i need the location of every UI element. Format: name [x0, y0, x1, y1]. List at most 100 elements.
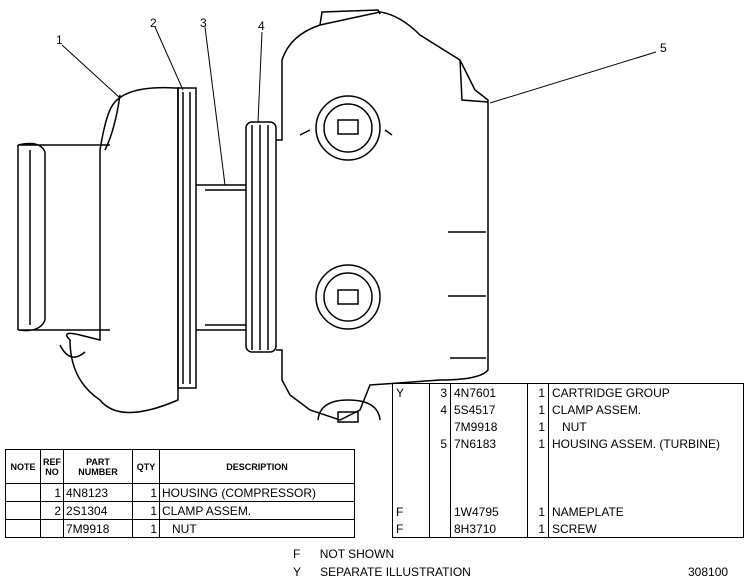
cell-qty: 1 [527, 435, 549, 452]
cell-ref [429, 486, 451, 503]
callout-2: 2 [150, 16, 157, 30]
cell-ref [429, 418, 451, 435]
cartridge-group [196, 184, 246, 331]
header-part-number: PART NUMBER [63, 449, 133, 484]
cell-description [548, 469, 744, 486]
header-description: DESCRIPTION [159, 449, 355, 484]
cell-qty: 1 [132, 501, 160, 520]
cell-description: NAMEPLATE [548, 503, 744, 520]
cell-qty: 1 [527, 418, 549, 435]
leader-3 [204, 26, 226, 186]
cell-description: CLAMP ASSEM. [159, 501, 355, 520]
cell-description [548, 486, 744, 503]
cell-description: CLAMP ASSEM. [548, 401, 744, 418]
cell-qty: 1 [527, 520, 549, 538]
legend-text: NOT SHOWN [319, 547, 395, 561]
leader-4 [257, 31, 263, 123]
figure-number: 308100 [688, 565, 729, 579]
table-row: 7M9918 1 NUT [5, 519, 355, 538]
leader-2 [154, 26, 184, 91]
compressor-inlet [17, 142, 110, 332]
cell-description: HOUSING (COMPRESSOR) [159, 483, 355, 502]
legend-code: F [293, 547, 301, 561]
legend-code: Y [293, 565, 301, 579]
cell-qty [527, 452, 549, 469]
cell-ref [40, 519, 64, 538]
cell-part-number: 7M9918 [450, 418, 528, 435]
cell-note [392, 469, 430, 486]
cell-ref: 4 [429, 401, 451, 418]
cell-note [392, 435, 430, 452]
cell-ref [429, 503, 451, 520]
cell-note [392, 418, 430, 435]
header-qty: QTY [132, 449, 160, 484]
cell-ref [429, 469, 451, 486]
cell-part-number: 5S4517 [450, 401, 528, 418]
turbine-housing [276, 11, 489, 421]
cell-ref: 2 [40, 501, 64, 520]
cell-part-number: 4N8123 [63, 483, 133, 502]
clamp-4 [245, 121, 277, 353]
cell-part-number: 1W4795 [450, 503, 528, 520]
legend-text: SEPARATE ILLUSTRATION [320, 565, 471, 579]
leader-1 [61, 44, 121, 99]
table-row [392, 452, 744, 469]
cell-note [392, 401, 430, 418]
cell-description: HOUSING ASSEM. (TURBINE) [548, 435, 744, 452]
table-row [392, 486, 744, 503]
table-row [392, 469, 744, 486]
cell-note [5, 501, 41, 520]
legend-separate-illustration: Y SEPARATE ILLUSTRATION [293, 565, 471, 579]
table-row: 1 4N8123 1 HOUSING (COMPRESSOR) [5, 483, 355, 502]
cell-qty: 1 [132, 519, 160, 538]
cell-part-number: 2S1304 [63, 501, 133, 520]
compressor-housing [65, 86, 179, 414]
cell-note [5, 519, 41, 538]
cell-note [392, 486, 430, 503]
cell-note: F [392, 520, 430, 538]
cell-part-number [450, 486, 528, 503]
leader-5 [489, 51, 657, 104]
cell-ref [429, 520, 451, 538]
boss-lower [315, 264, 381, 330]
cell-qty [527, 469, 549, 486]
cell-part-number: 7N6183 [450, 435, 528, 452]
header-ref-no: REF NO [40, 449, 64, 484]
cell-qty [527, 486, 549, 503]
cell-qty: 1 [527, 401, 549, 418]
cell-note: Y [392, 383, 430, 401]
cell-description: SCREW [548, 520, 744, 538]
legend-not-shown: F NOT SHOWN [293, 547, 394, 561]
cell-ref: 1 [40, 483, 64, 502]
callout-4: 4 [258, 19, 265, 33]
cell-ref: 5 [429, 435, 451, 452]
cell-qty: 1 [132, 483, 160, 502]
header-note: NOTE [5, 449, 41, 484]
parts-table-left: NOTE REF NO PART NUMBER QTY DESCRIPTION … [5, 449, 355, 538]
cell-ref: 3 [429, 383, 451, 401]
cell-qty: 1 [527, 503, 549, 520]
boss-bottom [317, 399, 381, 423]
callout-5: 5 [660, 41, 667, 55]
table-row: 2 2S1304 1 CLAMP ASSEM. [5, 501, 355, 520]
callout-3: 3 [200, 16, 207, 30]
cell-part-number: 4N7601 [450, 383, 528, 401]
table-header-row: NOTE REF NO PART NUMBER QTY DESCRIPTION [5, 449, 355, 484]
cell-description: NUT [548, 418, 744, 435]
callout-1: 1 [56, 33, 63, 47]
boss-upper [299, 95, 393, 161]
cell-part-number [450, 452, 528, 469]
cell-part-number: 7M9918 [63, 519, 133, 538]
cell-note [392, 452, 430, 469]
cell-ref [429, 452, 451, 469]
cell-description: CARTRIDGE GROUP [548, 383, 744, 401]
clamp-2 [177, 87, 197, 389]
cell-part-number: 8H3710 [450, 520, 528, 538]
